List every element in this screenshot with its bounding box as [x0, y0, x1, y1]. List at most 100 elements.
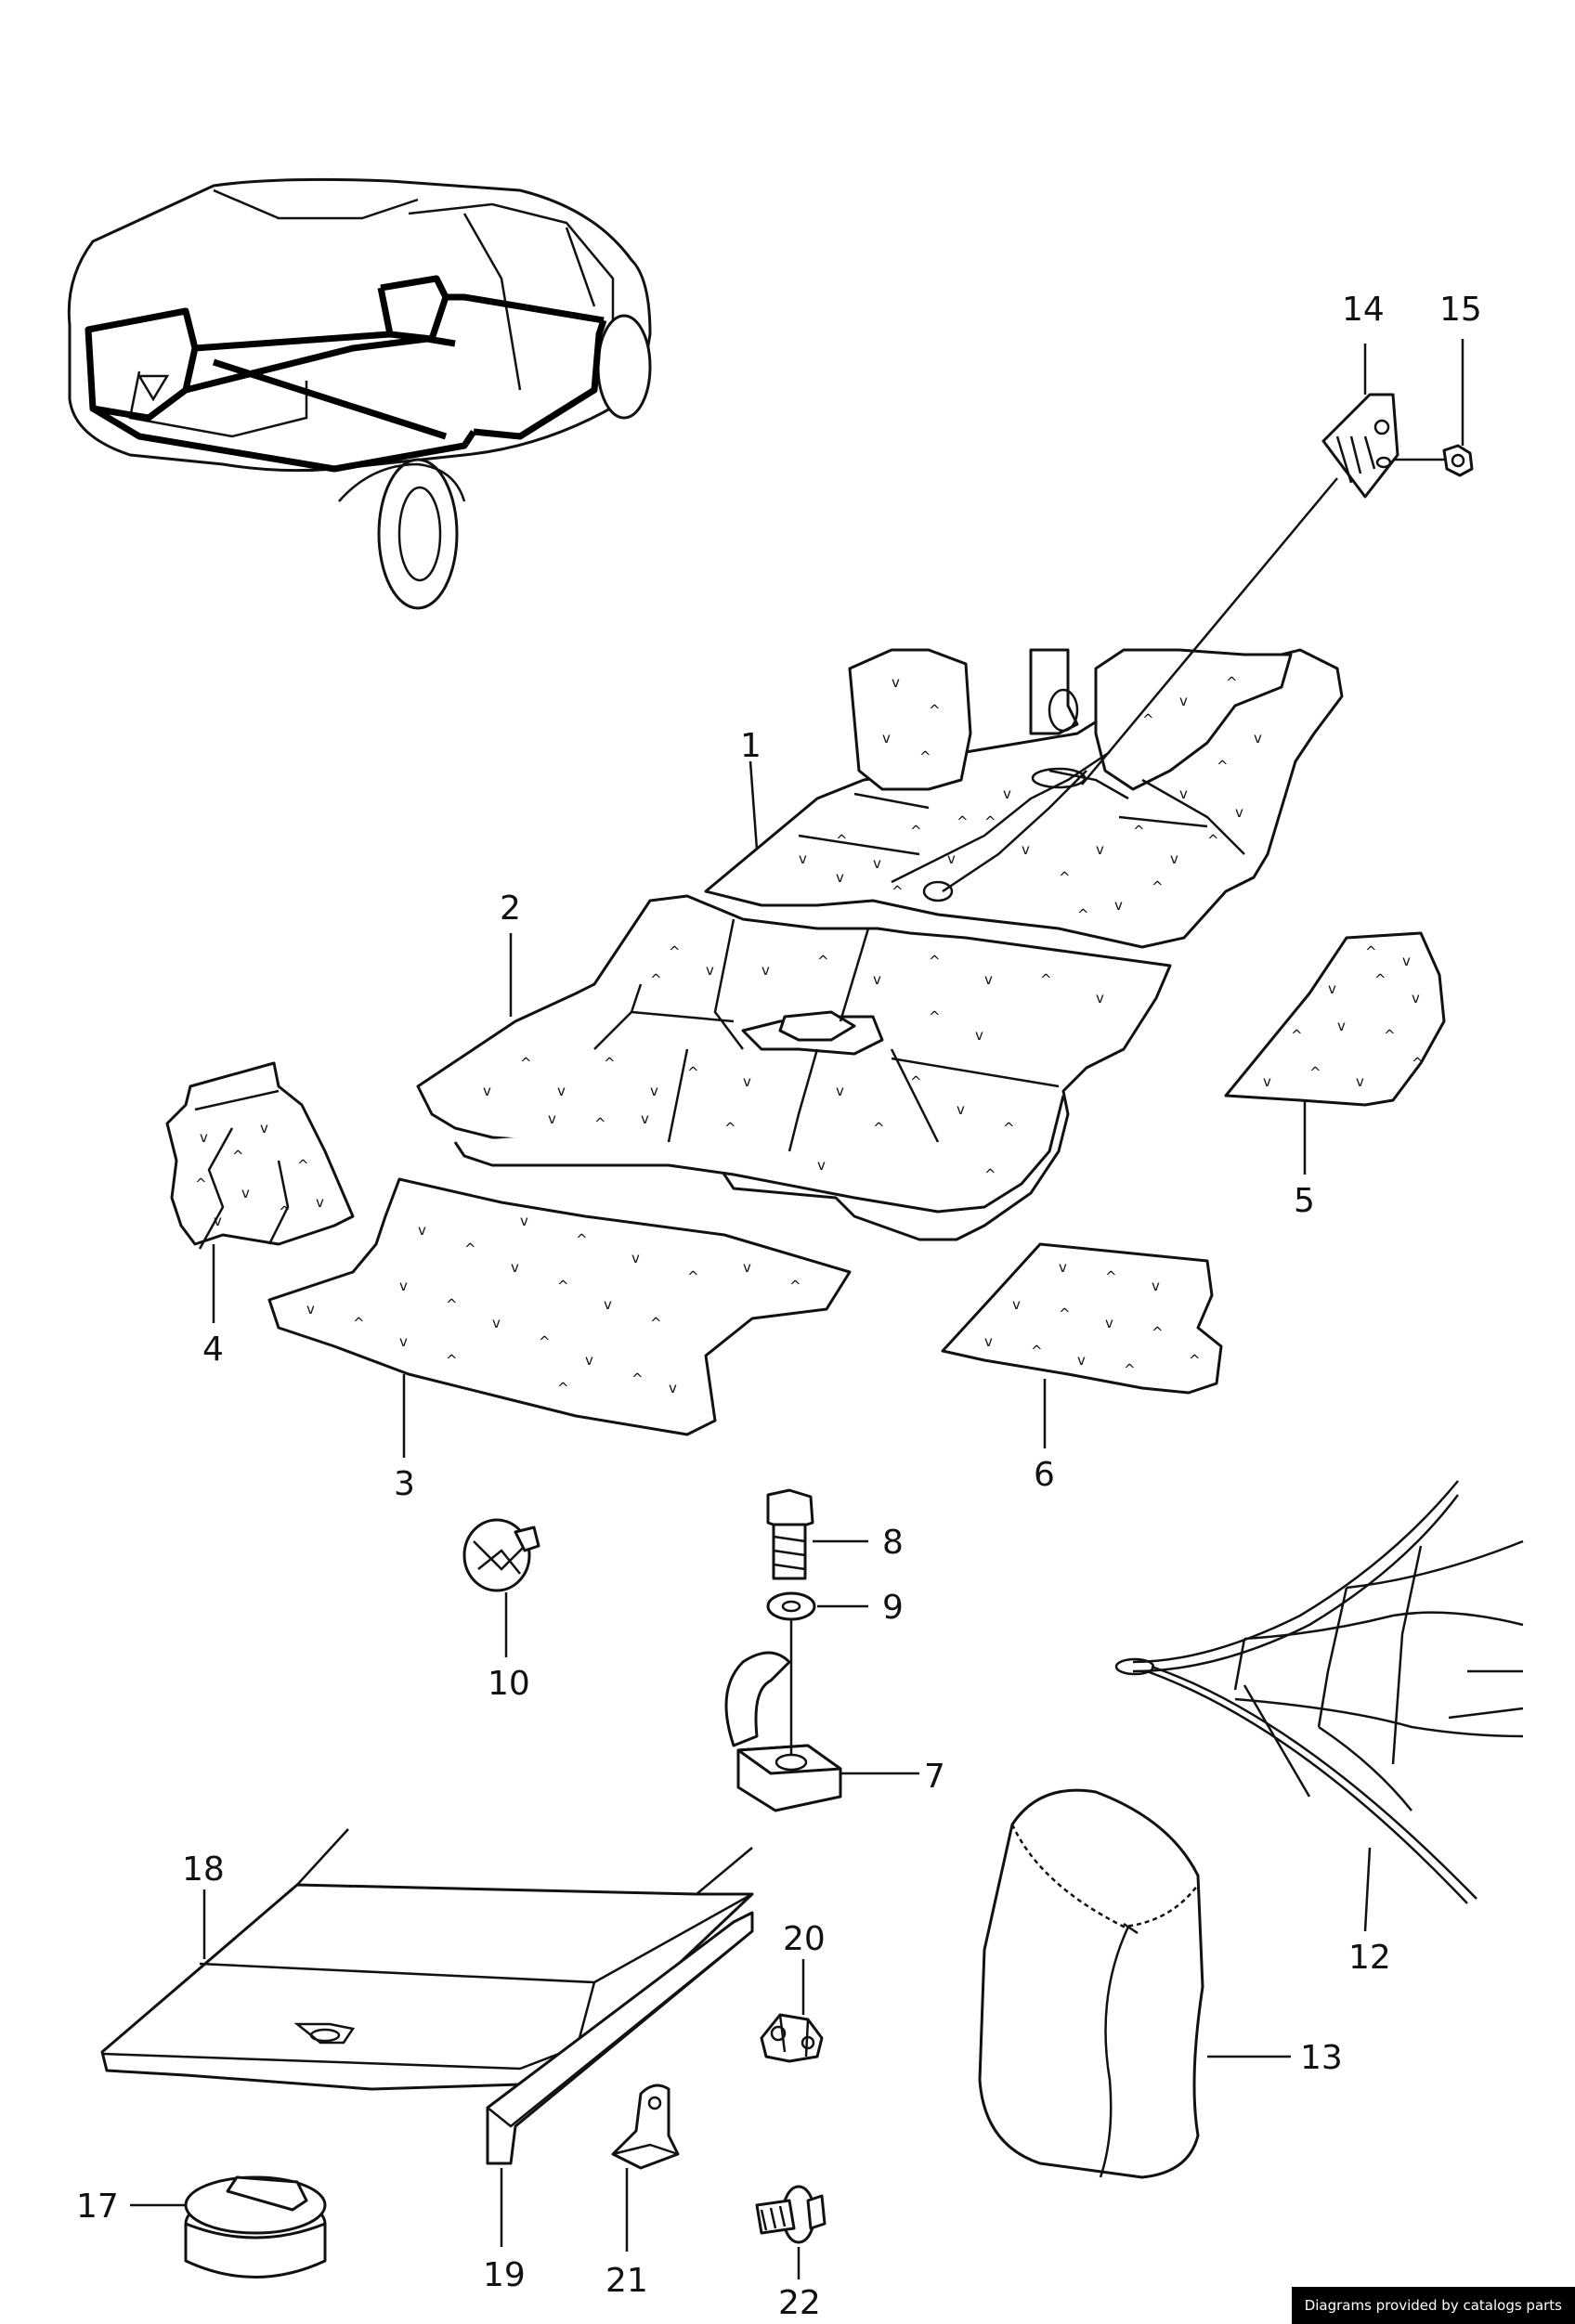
svg-text:v: v	[882, 730, 891, 747]
svg-text:v: v	[650, 1083, 658, 1099]
svg-text:^: ^	[1226, 674, 1238, 691]
svg-text:^: ^	[929, 702, 941, 719]
svg-text:v: v	[892, 674, 900, 691]
callout-22: 22	[778, 2284, 821, 2322]
svg-text:v: v	[1003, 785, 1011, 802]
callout-2: 2	[500, 889, 521, 928]
svg-text:^: ^	[910, 823, 922, 839]
svg-text:v: v	[984, 971, 993, 988]
svg-text:^: ^	[650, 971, 662, 988]
svg-text:^: ^	[1309, 1064, 1321, 1081]
svg-text:v: v	[641, 1110, 649, 1127]
svg-text:^: ^	[1217, 758, 1229, 774]
svg-text:v: v	[399, 1278, 408, 1294]
svg-text:v: v	[260, 1120, 268, 1136]
svg-text:^: ^	[687, 1268, 699, 1285]
svg-text:^: ^	[817, 953, 829, 969]
bracket-21	[611, 2084, 680, 2170]
svg-text:^: ^	[1291, 1027, 1303, 1044]
leader-lines	[130, 339, 1464, 2279]
svg-text:^: ^	[873, 1120, 885, 1136]
svg-text:^: ^	[1003, 1120, 1015, 1136]
svg-text:^: ^	[910, 1073, 922, 1090]
svg-text:v: v	[604, 1296, 612, 1313]
svg-text:v: v	[975, 1027, 983, 1044]
svg-text:v: v	[1059, 1259, 1067, 1276]
svg-text:^: ^	[1031, 1343, 1043, 1359]
svg-text:^: ^	[1077, 906, 1089, 923]
svg-text:^: ^	[464, 1240, 476, 1257]
svg-text:^: ^	[1374, 971, 1386, 988]
svg-text:v: v	[631, 1250, 640, 1266]
svg-text:^: ^	[836, 832, 848, 849]
svg-text:v: v	[548, 1110, 556, 1127]
svg-text:v: v	[399, 1333, 408, 1350]
svg-text:v: v	[743, 1259, 751, 1276]
svg-text:v: v	[316, 1194, 324, 1211]
svg-text:^: ^	[353, 1315, 365, 1331]
svg-text:^: ^	[1152, 878, 1164, 895]
side-trim-panel: v^v ^v^ v^v	[165, 1061, 355, 1250]
washer-9	[766, 1591, 816, 1621]
svg-text:v: v	[1012, 1296, 1021, 1313]
svg-text:v: v	[1105, 1315, 1113, 1331]
puck-17	[184, 2175, 327, 2279]
svg-text:v: v	[1077, 1352, 1086, 1369]
callout-labels: 1 2 3 4 5 6 7 8 9 10 12 13 14 15 17 18 1…	[76, 291, 1482, 2322]
callout-6: 6	[1034, 1456, 1055, 1494]
svg-text:v: v	[957, 1101, 965, 1118]
svg-text:v: v	[1263, 1073, 1271, 1090]
callout-14: 14	[1342, 291, 1385, 329]
svg-text:^: ^	[279, 1203, 291, 1220]
svg-text:^: ^	[1412, 1055, 1424, 1071]
clip-10	[462, 1518, 540, 1592]
svg-text:^: ^	[1142, 711, 1154, 728]
svg-text:v: v	[1022, 841, 1030, 858]
nut-15	[1393, 444, 1474, 477]
svg-text:^: ^	[1105, 1268, 1117, 1285]
svg-text:^: ^	[232, 1148, 244, 1164]
svg-text:v: v	[200, 1129, 208, 1146]
svg-text:v: v	[836, 1083, 844, 1099]
svg-text:v: v	[1254, 730, 1262, 747]
cargo-net-12	[1114, 1480, 1524, 1904]
svg-text:^: ^	[1189, 1352, 1201, 1369]
svg-text:v: v	[669, 1380, 677, 1396]
svg-text:^: ^	[520, 1055, 532, 1071]
callout-13: 13	[1300, 2039, 1343, 2077]
callout-17: 17	[76, 2188, 119, 2226]
svg-text:^: ^	[297, 1157, 309, 1174]
svg-text:v: v	[873, 855, 881, 872]
svg-text:^: ^	[984, 1166, 996, 1183]
callout-1: 1	[740, 727, 761, 765]
svg-text:^: ^	[1059, 869, 1071, 886]
callout-4: 4	[202, 1331, 224, 1369]
svg-text:v: v	[1170, 850, 1178, 867]
svg-text:^: ^	[929, 1008, 941, 1025]
callout-10: 10	[488, 1665, 530, 1703]
front-floor-carpet: v^v ^v^ v^v ^v^ v^v ^v^ v^v ^v^ v^v ^v^	[704, 648, 1344, 949]
svg-text:^: ^	[539, 1333, 551, 1350]
svg-text:v: v	[706, 962, 714, 979]
svg-text:^: ^	[892, 883, 904, 900]
svg-text:v: v	[947, 850, 956, 867]
bag-13	[978, 1788, 1204, 2179]
svg-text:v: v	[585, 1352, 593, 1369]
svg-text:^: ^	[669, 943, 681, 960]
svg-text:^: ^	[650, 1315, 662, 1331]
svg-text:^: ^	[1384, 1027, 1396, 1044]
svg-text:v: v	[836, 869, 844, 886]
svg-text:^: ^	[929, 953, 941, 969]
svg-text:^: ^	[576, 1231, 588, 1248]
rear-floor-carpet: v^v ^v^ v^v ^v^ v^v ^v^ v^v ^v^ v^v ^v^	[416, 894, 1172, 1241]
svg-text:v: v	[1152, 1278, 1160, 1294]
callout-19: 19	[483, 2256, 526, 2294]
svg-text:v: v	[1402, 953, 1411, 969]
svg-text:^: ^	[594, 1115, 606, 1132]
svg-text:^: ^	[984, 813, 996, 830]
bracket-14	[1321, 393, 1399, 499]
svg-text:v: v	[761, 962, 770, 979]
svg-text:v: v	[1096, 990, 1104, 1006]
svg-text:v: v	[492, 1315, 501, 1331]
luggage-mat: v^v ^v^ v^v ^v^ v^v ^v^ v^v ^v^	[267, 1177, 852, 1436]
